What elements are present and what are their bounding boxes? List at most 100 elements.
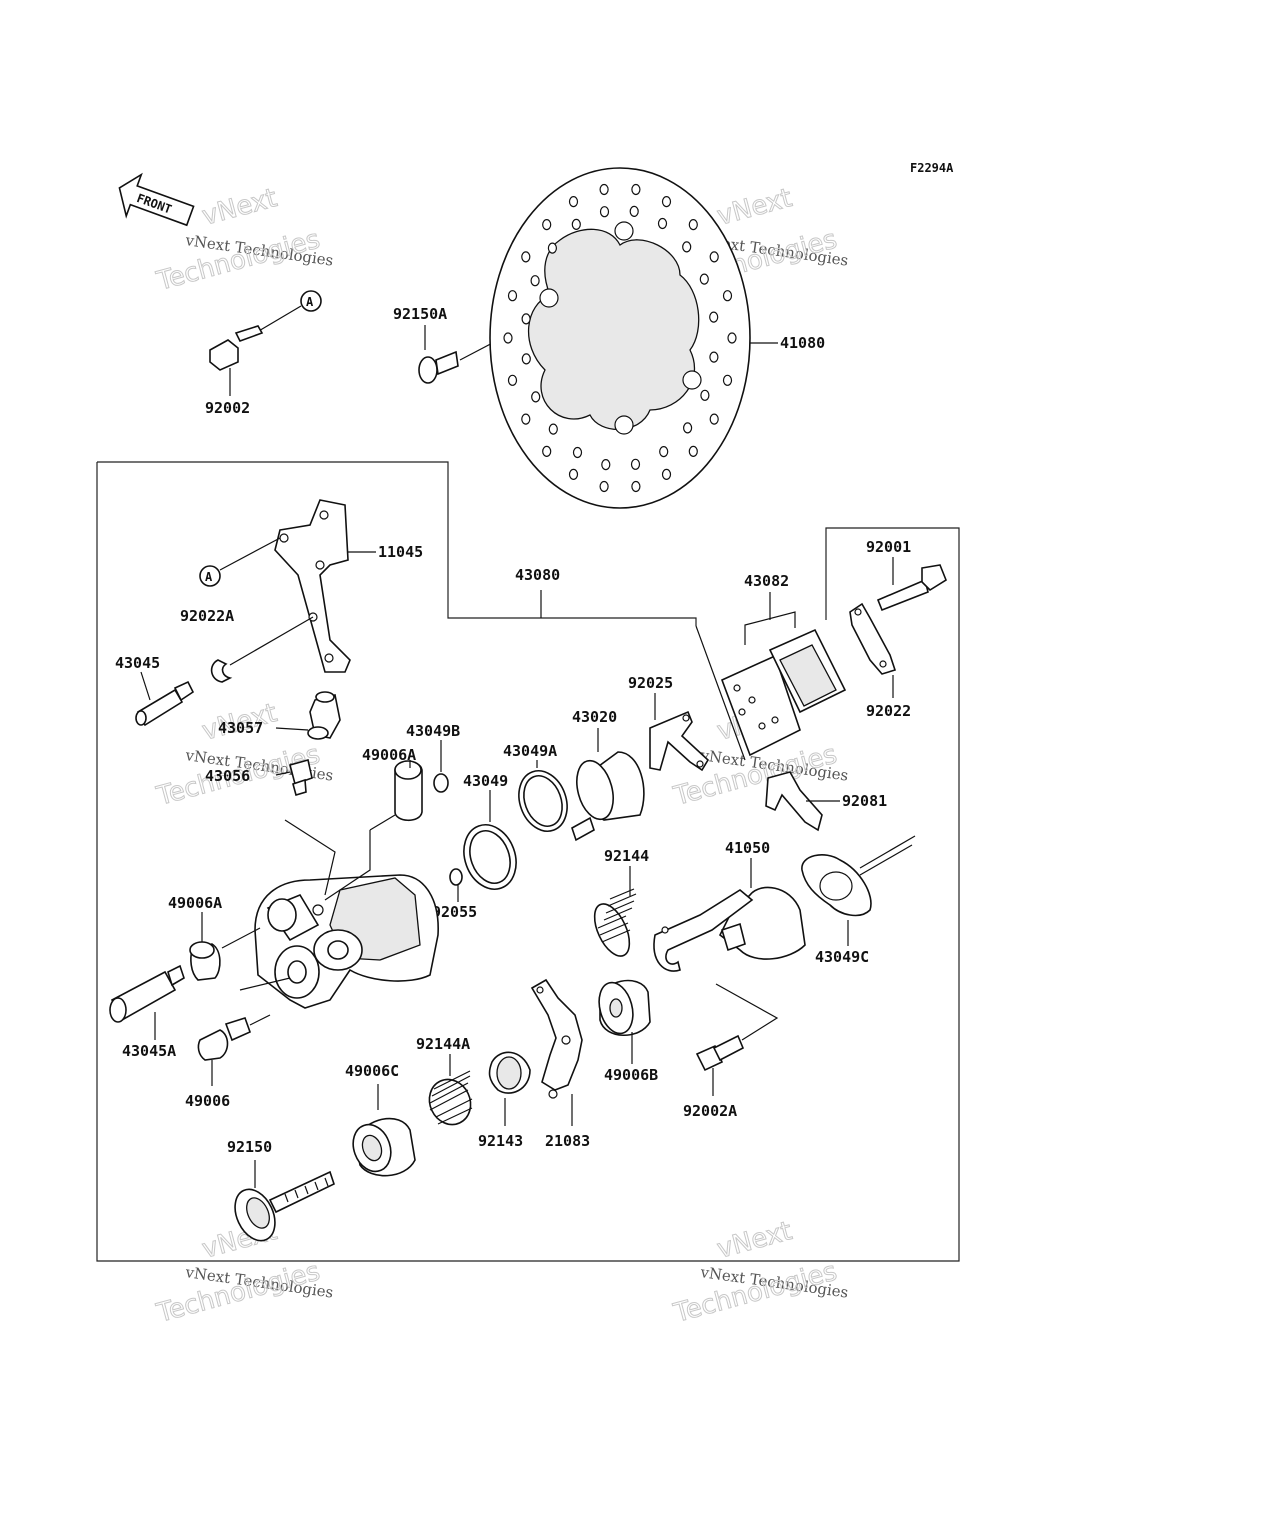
callout-a-top: A [251,290,322,336]
label-43045a: 43045A [122,1042,176,1060]
disc-vent-hole [521,353,531,365]
disc-vent-hole [682,241,692,253]
oring-92055 [449,868,463,902]
label-11045: 11045 [378,543,423,561]
disc-vent-hole [709,311,719,323]
assembly-frame-43080 [97,461,697,626]
disc-vent-hole [571,218,581,230]
disc-vent-hole [700,389,710,401]
label-43080: 43080 [515,566,560,584]
label-43082: 43082 [744,572,789,590]
disc-vent-hole [572,446,583,459]
watermark-bottom-left: vNext vNext Technologies Technologies [153,1216,335,1330]
pin-43045 [135,671,195,727]
seal-43049 [463,790,517,890]
disc-vent-hole [507,290,518,302]
label-49006a-top: 49006A [362,746,416,764]
label-49006a: 49006A [168,894,222,912]
front-arrow-icon: FRONT [118,172,195,227]
disc-vent-hole [599,206,610,218]
disc-vent-hole [630,458,641,470]
disc-vent-hole [682,422,693,434]
disc-vent-hole [503,332,513,344]
label-43045: 43045 [115,654,160,672]
watermark-mid-left: vNext vNext Technologies Technologies [153,698,335,813]
bolt-92150a [418,317,541,384]
disc-vent-hole [542,219,552,231]
disc-vent-hole [507,374,518,386]
label-92002a: 92002A [683,1102,737,1120]
lever-41050 [653,858,806,1041]
spring-plate-92081 [765,771,840,832]
bolt-92002 [209,325,264,396]
disc-vent-hole [659,446,669,458]
bracket-92025 [649,693,710,772]
callout-a-bracket: A [199,537,281,587]
label-43057: 43057 [218,719,263,737]
label-92144: 92144 [604,847,649,865]
pin-43045a [109,964,291,1040]
adjuster-92150 [234,1160,335,1242]
disc-vent-hole [542,445,552,457]
disc-vent-hole [688,219,698,231]
label-43020: 43020 [572,708,617,726]
disc-vent-hole [661,468,672,480]
bleeder-43057 [275,691,341,740]
watermark-top-left: vNext vNext Technologies Technologies [153,183,335,298]
disc-vent-hole [568,468,579,480]
disc-vent-hole [521,413,531,425]
label-92150a: 92150A [393,305,447,323]
label-21083: 21083 [545,1132,590,1150]
label-92002: 92002 [205,399,250,417]
label-43049: 43049 [463,772,508,790]
caliper-body [221,814,439,1009]
label-41080: 41080 [780,334,825,352]
brake-disc-41080 [489,167,751,509]
diagram-ref-code: F2294A [910,161,954,175]
disc-vent-hole [531,391,541,403]
disc-vent-hole [599,480,609,493]
disc-vent-hole [657,217,668,230]
disc-vent-hole [530,275,540,287]
disc-vent-hole [709,251,719,263]
label-92144a: 92144A [416,1035,470,1053]
disc-vent-hole [548,423,558,435]
disc-vent-hole [629,205,639,217]
disc-vent-hole [722,290,733,302]
disc-vent-hole [661,196,672,208]
label-92025: 92025 [628,674,673,692]
disc-vent-hole [631,480,641,493]
bracket-11045 [274,499,376,673]
clip-92022a [210,616,314,683]
bolt-49006 [197,1014,271,1086]
label-49006b: 49006B [604,1066,658,1084]
disc-vent-hole [599,183,609,196]
arm-21083 [530,978,583,1126]
label-92143: 92143 [478,1132,523,1150]
label-92001: 92001 [866,538,911,556]
label-43049b: 43049B [406,722,460,740]
bolt-92002a [695,1034,745,1096]
watermark-bottom-right: vNext vNext Technologies Technologies [670,1216,850,1330]
svg-text:vNext: vNext [714,183,795,232]
disc-vent-hole [727,332,737,344]
disc-vent-hole [601,459,611,471]
svg-text:A: A [306,295,314,309]
label-43049a: 43049A [503,742,557,760]
svg-text:vNext: vNext [714,1216,795,1265]
disc-vent-hole [688,445,698,457]
piston-43020 [571,728,645,842]
bolt-92001 [876,557,947,612]
label-92081: 92081 [842,792,887,810]
washer-43049b [433,740,449,793]
spring-92144a [428,1054,473,1126]
brake-pads-43082 [720,592,847,757]
label-49006c: 49006C [345,1062,399,1080]
plate-92022 [849,602,897,698]
label-49006: 49006 [185,1092,230,1110]
boot-49006a [189,912,221,981]
disc-vent-hole [699,273,709,285]
svg-text:vNext: vNext [199,183,280,232]
cap-92143 [488,1051,531,1126]
